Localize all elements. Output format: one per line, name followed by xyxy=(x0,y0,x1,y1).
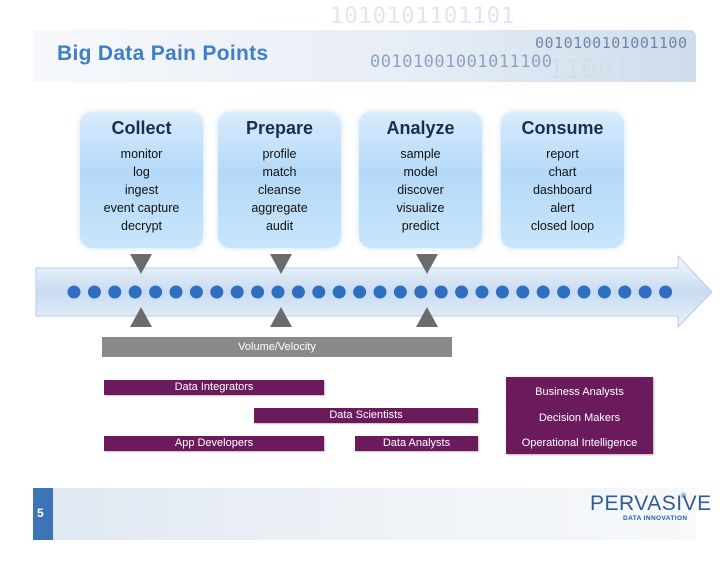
stage-item: visualize xyxy=(396,201,445,215)
stage-item: alert xyxy=(550,201,575,215)
stage-items: report chart dashboard alert closed loop xyxy=(501,145,624,235)
role-data-integrators: Data Integrators xyxy=(104,380,324,395)
stage-item: predict xyxy=(401,219,440,233)
timeline-dot xyxy=(393,285,407,299)
stage-title: Prepare xyxy=(245,118,314,138)
timeline-dot xyxy=(659,285,673,299)
timeline-dot xyxy=(638,285,652,299)
timeline-dot xyxy=(128,285,142,299)
stage-item: event capture xyxy=(103,201,180,215)
stage-item: model xyxy=(403,165,438,179)
binary-decoration: 1010101101101 xyxy=(330,4,516,29)
role-app-developers: App Developers xyxy=(104,436,324,451)
timeline-dot xyxy=(87,285,101,299)
timeline-dot xyxy=(536,285,550,299)
timeline-dot xyxy=(495,285,509,299)
stage-title: Analyze xyxy=(386,118,455,138)
stage-item: profile xyxy=(262,147,297,161)
timeline-dot xyxy=(230,285,244,299)
volume-velocity-bar: Volume/Velocity xyxy=(102,337,452,357)
role-data-scientists: Data Scientists xyxy=(254,408,478,423)
stage-item: audit xyxy=(265,219,294,233)
header-band xyxy=(33,30,696,82)
stage-item: discover xyxy=(397,183,444,197)
timeline-dot xyxy=(189,285,203,299)
up-arrow-icon xyxy=(130,307,152,327)
stage-item: closed loop xyxy=(530,219,595,233)
logo-tagline: DATA INNOVATION xyxy=(623,515,688,522)
timeline-arrow xyxy=(30,254,713,329)
timeline-dot xyxy=(557,285,571,299)
binary-decoration: 00101001001011100 xyxy=(370,52,553,72)
timeline-dot xyxy=(332,285,346,299)
up-arrow-icon xyxy=(270,307,292,327)
up-arrow-icon xyxy=(416,307,438,327)
stage-item: sample xyxy=(400,147,441,161)
role-decision-makers: Decision Makers xyxy=(506,404,653,430)
timeline-dot xyxy=(373,285,387,299)
timeline-dot xyxy=(312,285,326,299)
timeline-dot xyxy=(577,285,591,299)
slide-title: Big Data Pain Points xyxy=(57,42,269,65)
timeline-dot xyxy=(475,285,489,299)
stage-title: Consume xyxy=(521,118,604,138)
stage-item: dashboard xyxy=(532,183,593,197)
stage-items: monitor log ingest event capture decrypt xyxy=(80,145,203,235)
stage-item: match xyxy=(262,165,297,179)
stage-item: chart xyxy=(548,165,577,179)
timeline-dot xyxy=(597,285,611,299)
binary-decoration: 1100110 xyxy=(548,55,665,85)
footer-accent xyxy=(33,488,53,540)
timeline-dot xyxy=(414,285,428,299)
stage-item: log xyxy=(133,165,150,179)
down-arrow-icon xyxy=(130,254,152,274)
logo-wordmark: PERVASIVE xyxy=(590,492,712,515)
timeline-dot xyxy=(516,285,530,299)
timeline-dot xyxy=(271,285,285,299)
stage-analyze: Analyze sample model discover visualize … xyxy=(359,112,482,248)
timeline-dot xyxy=(67,285,81,299)
stage-item: cleanse xyxy=(257,183,302,197)
timeline-dot xyxy=(108,285,122,299)
page-number: 5 xyxy=(37,506,44,520)
trademark-mark: ® xyxy=(681,492,687,500)
timeline-dot xyxy=(434,285,448,299)
role-business-analysts: Business Analysts xyxy=(506,377,653,404)
timeline-dot xyxy=(251,285,265,299)
binary-decoration: 0010100101001100 xyxy=(535,34,688,52)
role-operational-intelligence: Operational Intelligence xyxy=(506,430,653,454)
timeline-dot xyxy=(618,285,632,299)
stage-item: monitor xyxy=(120,147,163,161)
stage-item: aggregate xyxy=(251,201,308,215)
stage-title: Collect xyxy=(111,118,172,138)
trademark-text: ® xyxy=(681,492,687,500)
timeline-dot xyxy=(149,285,163,299)
role-data-analysts: Data Analysts xyxy=(355,436,478,451)
stage-items: profile match cleanse aggregate audit xyxy=(218,145,341,235)
stage-consume: Consume report chart dashboard alert clo… xyxy=(501,112,624,248)
stage-item: decrypt xyxy=(121,219,162,233)
stage-items: sample model discover visualize predict xyxy=(359,145,482,235)
timeline-dot xyxy=(353,285,367,299)
down-arrow-icon xyxy=(270,254,292,274)
timeline-dots xyxy=(67,285,673,299)
stage-item: report xyxy=(546,147,579,161)
timeline-dot xyxy=(210,285,224,299)
timeline-dot xyxy=(169,285,183,299)
stage-prepare: Prepare profile match cleanse aggregate … xyxy=(218,112,341,248)
timeline-dot xyxy=(455,285,469,299)
stage-item: ingest xyxy=(124,183,159,197)
stage-collect: Collect monitor log ingest event capture… xyxy=(80,112,203,248)
down-arrow-icon xyxy=(416,254,438,274)
footer-band xyxy=(33,488,696,540)
timeline-dot xyxy=(291,285,305,299)
